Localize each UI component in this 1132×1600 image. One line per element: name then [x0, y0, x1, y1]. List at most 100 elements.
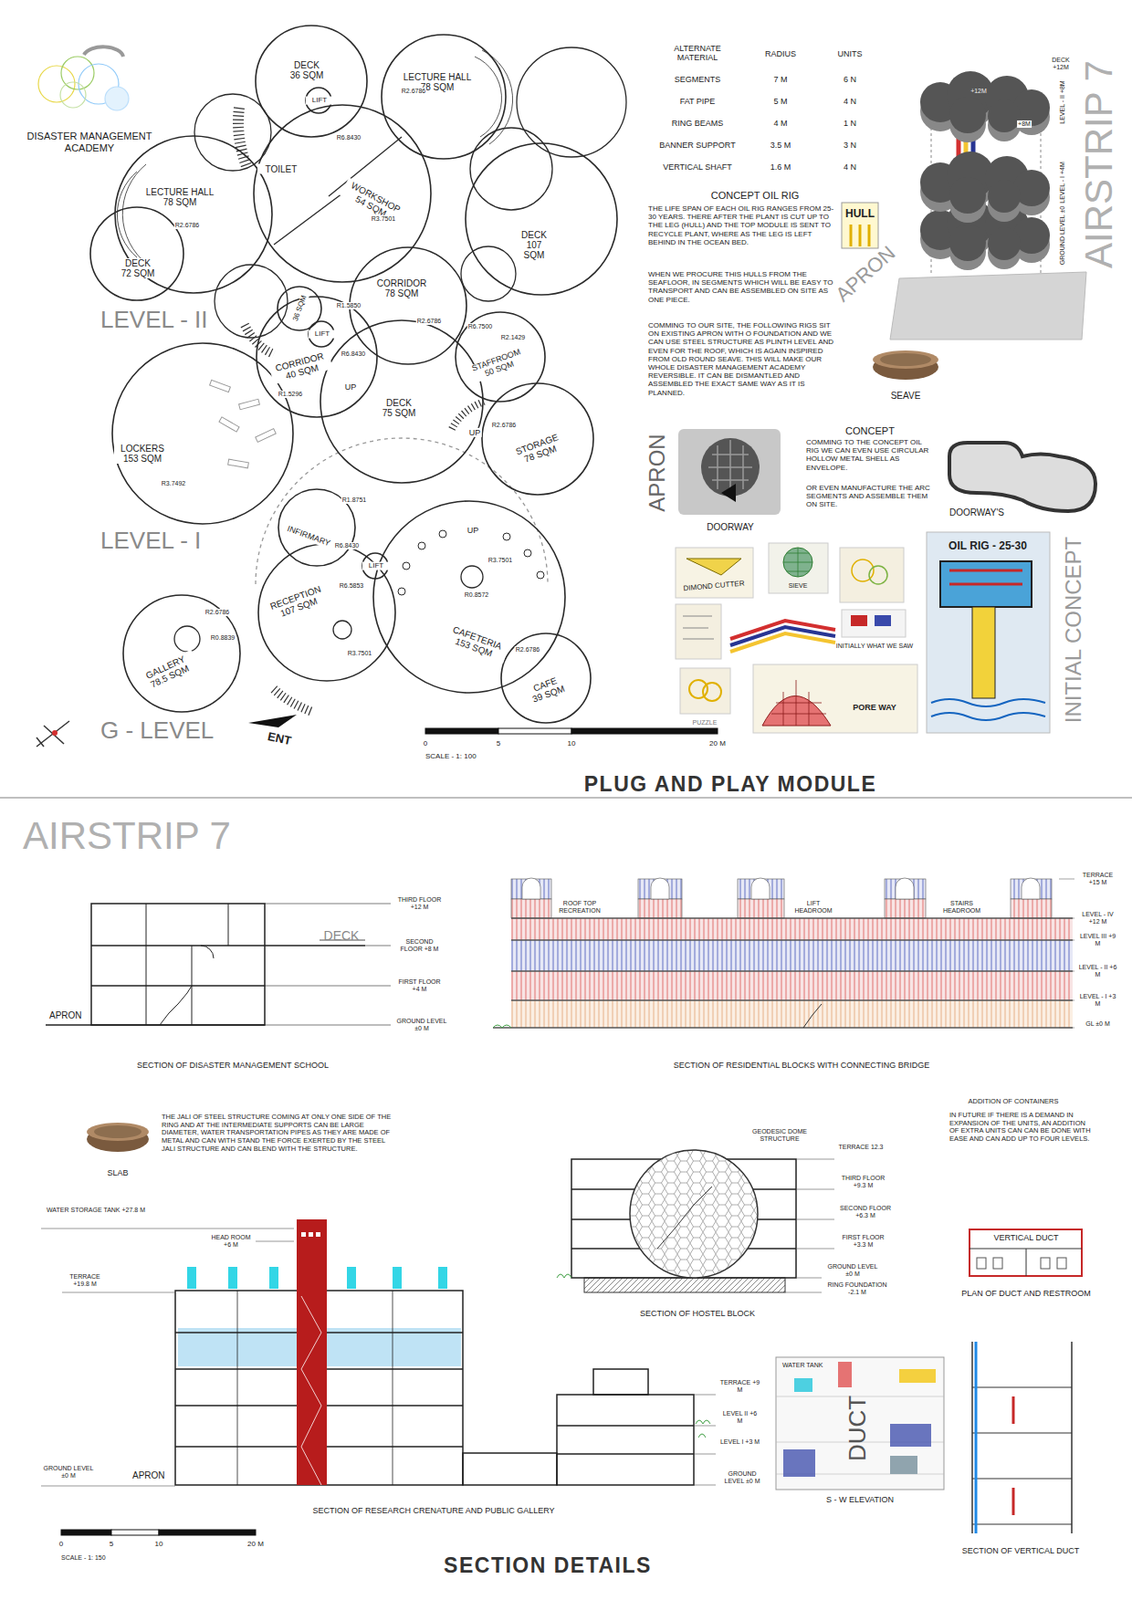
room-node: LIFT: [304, 86, 333, 115]
slab-photo: [86, 1122, 149, 1153]
text-label: R2.6786: [174, 221, 200, 230]
room-label: DECK 75 SQM: [380, 398, 418, 419]
room-circle: [253, 104, 431, 283]
text-label: 6 N: [843, 74, 857, 84]
text-label: THIRD FLOOR +12 M: [394, 896, 445, 912]
text-label: +12M: [970, 87, 987, 95]
school-section: [45, 903, 391, 1026]
text-label: R2.6786: [491, 421, 517, 430]
text-label: R3.7501: [487, 556, 514, 565]
duct-plan: [969, 1229, 1082, 1277]
room-outline: [89, 206, 185, 302]
text-label: SIEVE: [788, 582, 808, 590]
text-label: R6.5853: [338, 582, 365, 590]
text-label: R0.8572: [463, 591, 490, 599]
scale-bar: [61, 1530, 256, 1536]
text-label: CONCEPT: [845, 425, 895, 438]
stairs: [238, 107, 484, 713]
text-label: THE LIFE SPAN OF EACH OIL RIG RANGES FRO…: [648, 204, 839, 247]
text-label: 20 M: [247, 1540, 264, 1549]
room-label: CORRIDOR 78 SQM: [371, 278, 433, 299]
text-label: R0.8839: [209, 634, 236, 642]
room-label: RECEPTION 107 SQM: [260, 580, 334, 624]
logo: [38, 46, 129, 111]
room-label: 36 SQM: [291, 293, 309, 324]
text-label: GL ±0 M: [1077, 1020, 1119, 1028]
room-circle: [115, 136, 273, 294]
text-label: 20 M: [709, 739, 726, 748]
concept-sketches: [675, 532, 1050, 734]
text-label: LEVEL - II: [100, 306, 209, 335]
text-label: 10: [155, 1540, 164, 1549]
hull-photo: [841, 202, 879, 249]
room-outline: [464, 142, 619, 296]
text-label: R6.8430: [340, 350, 367, 358]
text-label: SCALE - 1: 150: [61, 1554, 106, 1562]
text-label: R1.8751: [341, 496, 367, 504]
sheet-divider: [0, 796, 1132, 799]
room-circle: [501, 633, 591, 724]
text-label: 1.6 M: [770, 162, 792, 172]
text-label: THE JALI OF STEEL STRUCTURE COMING AT ON…: [161, 1113, 395, 1153]
room-label: LIFT: [308, 330, 336, 339]
text-label: SEAVE: [890, 390, 922, 402]
scale-bar: [425, 728, 718, 734]
text-label: SECTION DETAILS: [443, 1553, 652, 1578]
text-label: 4 M: [773, 118, 787, 128]
text-label: DOORWAY'S: [948, 507, 1006, 519]
room-circle: [349, 247, 467, 365]
entry-arrow: [248, 714, 297, 728]
room-label: CAFE 39 SQM: [525, 673, 567, 705]
text-label: 5: [496, 739, 501, 748]
text-label: 4 N: [843, 162, 857, 172]
text-label: AIRSTRIP 7: [22, 814, 231, 859]
text-label: UP: [466, 525, 481, 535]
text-label: APRON: [830, 241, 900, 306]
seave-photo: [872, 350, 939, 380]
text-label: ROOF TOP RECREATION: [556, 900, 603, 915]
text-label: 4 N: [843, 96, 857, 106]
text-label: TERRACE +9 M: [719, 1379, 761, 1395]
text-label: LIFT HEADROOM: [790, 900, 837, 915]
room-circle: [112, 343, 294, 525]
text-label: 5 M: [773, 96, 787, 106]
room-node: DECK 107 SQM: [464, 142, 619, 296]
room-outline: [348, 246, 468, 366]
text-label: LEVEL - IV +12 M: [1077, 911, 1119, 926]
room-circle: [256, 296, 378, 418]
text-label: R1.5296: [277, 390, 304, 399]
room-label: DECK 107 SQM: [513, 230, 555, 261]
room-label: LIFT: [305, 96, 334, 105]
text-label: SECTION OF VERTICAL DUCT: [962, 1546, 1080, 1556]
room-label: LOCKERS 153 SQM: [114, 443, 171, 464]
text-label: INITIALLY WHAT WE SAW: [836, 642, 913, 650]
room-label: LECTURE HALL 78 SQM: [144, 187, 216, 208]
text-label: LEVEL III +9 M: [1077, 932, 1119, 948]
text-label: ALTERNATE MATERIAL: [660, 43, 734, 63]
text-label: RADIUS: [765, 49, 797, 59]
text-label: PORE WAY: [852, 702, 897, 713]
text-label: GROUND LEVEL ±0 M: [41, 1465, 96, 1480]
text-label: LEVEL - II +6 M: [1077, 964, 1119, 979]
text-label: R2.1429: [500, 334, 526, 342]
text-label: 10: [567, 739, 577, 748]
text-label: LEVEL II +6 M: [719, 1410, 761, 1426]
text-label: THIRD FLOOR +9.3 M: [838, 1174, 889, 1190]
text-label: 0: [423, 739, 428, 748]
room-node: DECK 75 SQM: [319, 319, 484, 484]
text-label: APRON: [132, 1470, 166, 1482]
text-label: LEVEL - I +3 M: [1077, 993, 1119, 1008]
text-label: SECOND FLOOR +6.3 M: [838, 1205, 893, 1220]
text-label: ADDITION OF CONTAINERS: [967, 1098, 1059, 1107]
text-label: DECK: [324, 928, 360, 944]
room-node: TOILETWORKSHOP 54 SQM: [252, 104, 432, 283]
room-node: CORRIDOR 78 SQM: [348, 246, 468, 366]
room-label: TOILET: [257, 164, 305, 175]
text-label: CONCEPT OIL RIG: [711, 189, 800, 202]
text-label: SECTION OF HOSTEL BLOCK: [639, 1309, 755, 1319]
room-node: DECK 36 SQM: [254, 24, 368, 138]
text-label: 1 N: [843, 118, 857, 128]
room-label: CAFETERIA 153 SQM: [440, 621, 510, 663]
room-node: LOCKERS 153 SQM: [111, 342, 294, 525]
